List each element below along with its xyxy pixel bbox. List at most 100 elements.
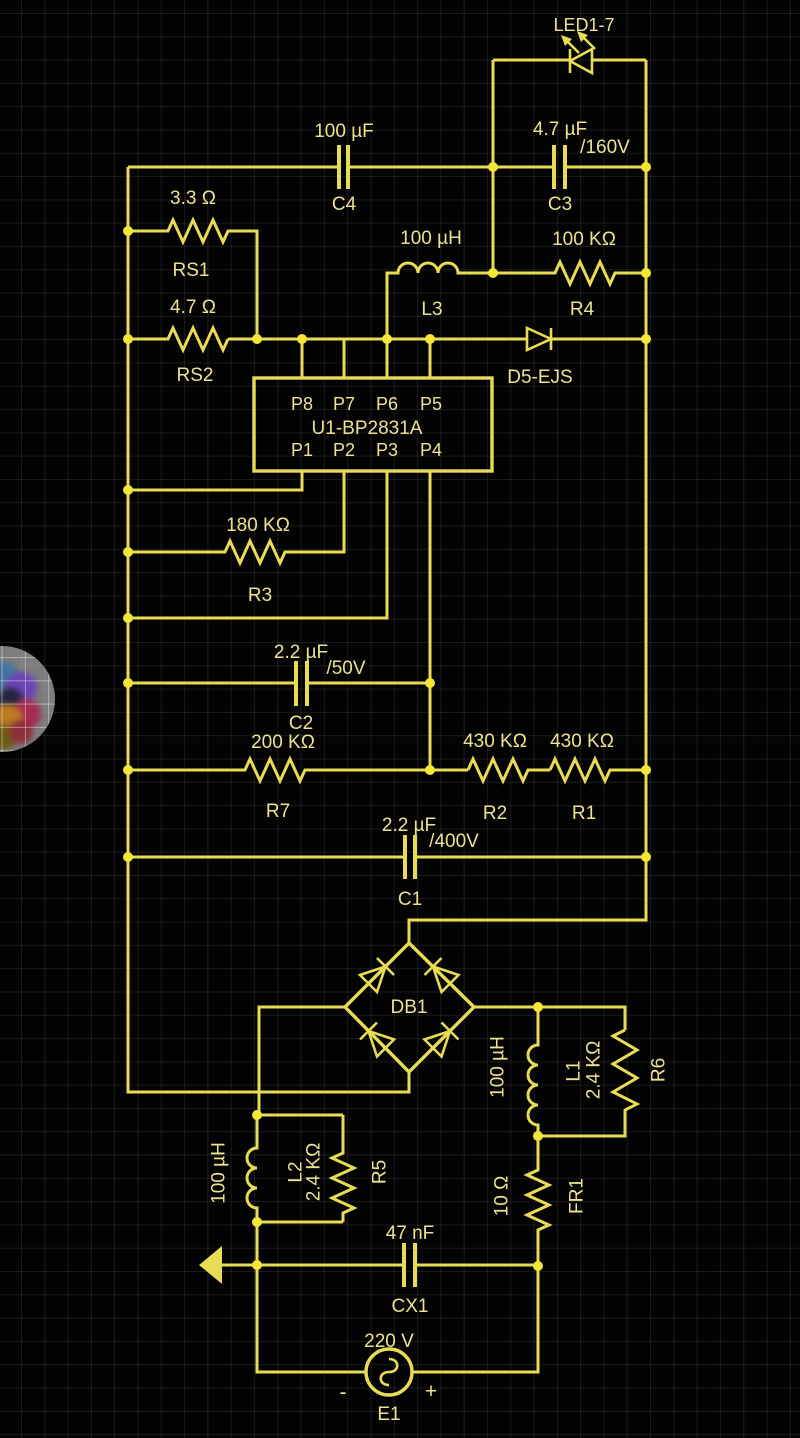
r2-name-label: R2 [483, 803, 507, 824]
c2-rating-label: /50V [326, 658, 365, 679]
rs2-value-label: 4.7 Ω [170, 297, 216, 318]
resistor-r3[interactable]: 180 KΩ R3 [128, 471, 346, 606]
bridge-rectifier-db1[interactable]: DB1 [342, 940, 477, 1075]
capacitor-cx1[interactable]: 47 nF CX1 [386, 1223, 435, 1317]
c4-value-label: 100 µF [314, 121, 374, 142]
pin-p1-wire[interactable] [128, 471, 304, 492]
resistor-r6[interactable]: 2.4 KΩ R6 [538, 1028, 670, 1138]
ground-triangle [199, 1246, 222, 1284]
c1-plates [403, 835, 417, 879]
resistor-r4[interactable]: 100 KΩ R4 [493, 229, 646, 320]
led-arrow-tails [566, 36, 596, 54]
db1-diode-bottom-left [359, 1021, 397, 1059]
c4-plates [337, 145, 350, 189]
u1-pin-p1: P1 [291, 440, 313, 460]
r6-name-label: R6 [649, 1058, 670, 1082]
ic-u1[interactable]: P8 P7 P6 P5 U1-BP2831A P1 P2 P3 P4 [252, 376, 494, 473]
inductor-l2[interactable]: 100 µH L2 [209, 1115, 307, 1265]
u1-pin-p6: P6 [376, 394, 398, 414]
capacitor-c1[interactable]: 2.2 µF /400V C1 [128, 815, 646, 910]
resistor-r2[interactable]: 430 KΩ R2 [463, 731, 550, 824]
resistor-r7[interactable]: 200 KΩ R7 [128, 732, 468, 822]
c1-value-label: 2.2 µF [382, 815, 436, 836]
c2-plates [294, 661, 309, 706]
bubble-blob-navy [0, 688, 23, 714]
db1-name-label: DB1 [391, 997, 428, 1018]
l3-name-label: L3 [421, 299, 442, 320]
d5-triangle [525, 325, 555, 353]
led-name-label: LED1-7 [553, 15, 614, 35]
l2-body [245, 1115, 259, 1265]
fr1-name-label: FR1 [567, 1178, 588, 1214]
r4-name-label: R4 [570, 299, 595, 320]
capacitor-c4[interactable]: 100 µF C4 [314, 121, 374, 215]
r7-value-label: 200 KΩ [251, 732, 315, 753]
r6-value-label: 2.4 KΩ [584, 1041, 605, 1100]
r1-name-label: R1 [572, 803, 596, 824]
capacitor-c3[interactable]: 4.7 µF /160V C3 [533, 119, 630, 215]
floating-app-bubble[interactable] [0, 646, 55, 752]
r5-body [328, 1115, 358, 1222]
led-led1[interactable]: LED1-7 [553, 15, 615, 76]
u1-pin-p2: P2 [333, 440, 355, 460]
rs1-body [128, 216, 259, 339]
led-arrow-head [577, 31, 588, 42]
resistor-r1[interactable]: 430 KΩ R1 [548, 731, 646, 824]
inductor-l3[interactable]: 100 µH L3 [385, 228, 493, 378]
e1-name-label: E1 [377, 1404, 400, 1425]
resistor-r5[interactable]: 2.4 KΩ R5 [304, 1115, 391, 1222]
r4-value-label: 100 KΩ [552, 229, 616, 250]
r3-name-label: R3 [248, 585, 272, 606]
source-loop-wire[interactable] [255, 1265, 540, 1374]
e1-positive-label: + [425, 1380, 437, 1403]
l3-body [385, 261, 493, 378]
d5-name-label: D5-EJS [507, 367, 572, 388]
bubble-blob-crimson [9, 720, 33, 744]
c3-rating-label: /160V [580, 137, 630, 158]
bridge-left-lead[interactable] [257, 1005, 345, 1115]
junction-dots [123, 162, 651, 1271]
left-rail[interactable] [126, 167, 411, 1094]
e1-circle [364, 1347, 414, 1397]
resistor-rs1[interactable]: 3.3 Ω RS1 [128, 188, 259, 339]
ac-source-e1[interactable]: 220 V - + E1 [340, 1331, 438, 1425]
bubble-blob-orange [0, 704, 23, 736]
u1-body [252, 376, 494, 473]
c1-name-label: C1 [398, 889, 422, 910]
db1-diode-top-right [423, 957, 461, 995]
u1-pin-p4: P4 [420, 440, 442, 460]
bubble-blob-magenta [11, 699, 41, 729]
bridge-right-lead[interactable] [474, 1005, 627, 1030]
r2-value-label: 430 KΩ [463, 731, 527, 752]
u1-pin-p3: P3 [376, 440, 398, 460]
db1-diode-top-left [357, 957, 395, 995]
u1-pin-p8: P8 [291, 394, 313, 414]
c3-plates [552, 145, 567, 189]
db1-diode-bottom-right [422, 1021, 460, 1059]
l1-body [526, 1007, 540, 1136]
diode-d5[interactable]: D5-EJS [507, 325, 573, 388]
c2-value-label: 2.2 µF [274, 642, 328, 663]
r3-body [128, 471, 346, 567]
resistor-fr1[interactable]: 10 Ω FR1 [492, 1136, 588, 1266]
resistor-rs2[interactable]: 4.7 Ω RS2 [128, 297, 230, 386]
capacitor-c2[interactable]: 2.2 µF /50V C2 [128, 642, 430, 734]
l1-value-label: 100 µH [488, 1036, 509, 1098]
r5-value-label: 2.4 KΩ [304, 1143, 325, 1202]
rs1-value-label: 3.3 Ω [170, 188, 216, 209]
inductor-l1[interactable]: 100 µH L1 [488, 1007, 585, 1136]
pin-p3-wire[interactable] [128, 471, 389, 620]
e1-value-label: 220 V [364, 1331, 414, 1352]
e1-negative-label: - [340, 1381, 347, 1404]
fr1-value-label: 10 Ω [492, 1176, 513, 1217]
ground-symbol[interactable] [199, 1246, 222, 1284]
c1-rating-label: /400V [429, 831, 479, 852]
c3-value-label: 4.7 µF [533, 119, 587, 140]
led-arrow-head [561, 35, 572, 46]
r7-name-label: R7 [266, 801, 290, 822]
e1-sine-glyph [379, 1357, 399, 1387]
right-rail[interactable] [407, 60, 648, 943]
led-triangle [567, 46, 594, 76]
